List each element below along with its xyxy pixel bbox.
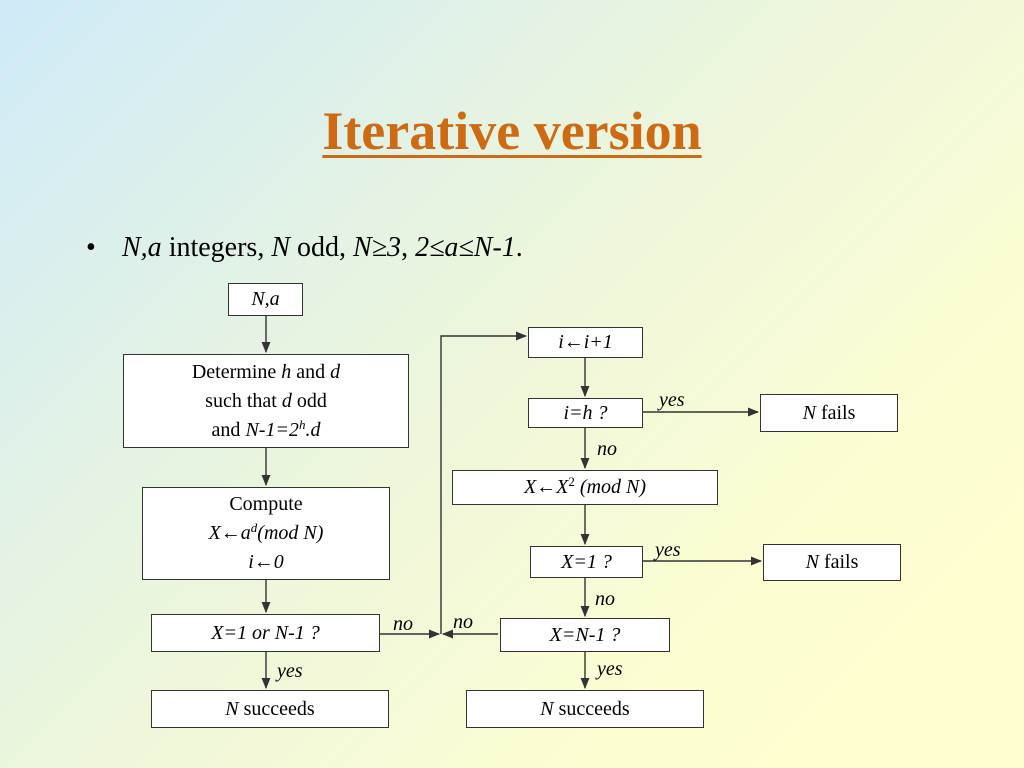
check-h-box: i=h ? — [528, 398, 643, 428]
input-label: N,a — [251, 288, 280, 310]
compute-mod: (mod N) — [257, 522, 324, 544]
square-mod: (mod N) — [574, 476, 647, 498]
determine-line-2: such that — [205, 389, 282, 412]
determine-and: and — [291, 360, 331, 383]
bullet-cond-1: N≥3 — [353, 232, 402, 263]
increment-label: i←i+1 — [558, 331, 613, 353]
compute-line-3: i←0 — [248, 551, 284, 573]
succeeds-right-label: N succeeds — [540, 695, 629, 724]
fails-top-n: N — [802, 401, 816, 424]
label-no-h: no — [597, 438, 617, 460]
bullet-text-2: odd, — [290, 232, 354, 263]
loop-back-line — [440, 331, 528, 634]
compute-text: Compute X←ad(mod N) i←0 — [209, 490, 324, 577]
label-yes-h: yes — [659, 389, 685, 411]
label-yes-first: yes — [277, 660, 303, 682]
label-no-x1: no — [595, 588, 615, 610]
determine-line-3: and — [211, 418, 246, 441]
slide-title: Iterative version — [322, 101, 702, 161]
bullet-cond-2: 2≤a≤N-1 — [415, 232, 516, 263]
succeeds-left-text: succeeds — [238, 697, 315, 720]
bullet-na: N,a — [122, 232, 162, 263]
succeeds-left-box: N succeeds — [151, 690, 389, 728]
compute-exp: d — [250, 520, 258, 535]
check-x1-box: X=1 ? — [530, 546, 643, 578]
compute-assign: X←a — [208, 522, 251, 544]
determine-d-odd: d — [281, 389, 292, 412]
succeeds-right-text: succeeds — [553, 697, 630, 720]
determine-eq: N-1=2 — [245, 418, 299, 441]
determine-box: Determine h and d such that d odd and N-… — [123, 354, 409, 448]
succeeds-right-box: N succeeds — [466, 690, 704, 728]
determine-h: h — [281, 360, 292, 383]
bullet-line: • N,a integers, N odd, N≥3, 2≤a≤N-1. — [86, 232, 523, 264]
square-exp: 2 — [568, 474, 575, 489]
fails-bottom-text: fails — [818, 551, 859, 573]
square-box: X←X2 (mod N) — [452, 470, 718, 505]
determine-line-1: Determine — [191, 360, 282, 383]
bullet-text-4: . — [515, 232, 523, 263]
square-label: X←X2 (mod N) — [524, 473, 646, 502]
succeeds-right-n: N — [540, 697, 554, 720]
succeeds-left-label: N succeeds — [225, 695, 314, 724]
bullet-marker: • — [86, 232, 96, 263]
bullet-text-3: , — [401, 232, 416, 263]
fails-bottom-label: N fails — [806, 548, 859, 577]
fails-bottom-n: N — [805, 551, 819, 573]
check-first-box: X=1 or N-1 ? — [151, 614, 380, 652]
check-xn1-label: X=N-1 ? — [549, 623, 621, 646]
square-assign: X←X — [523, 476, 569, 498]
check-x1-label: X=1 ? — [561, 550, 612, 573]
check-h-label: i=h ? — [563, 401, 608, 424]
label-no-xn1: no — [453, 611, 473, 633]
label-yes-xn1: yes — [597, 658, 623, 680]
determine-d: d — [330, 360, 341, 383]
input-box: N,a — [228, 283, 303, 316]
increment-box: i←i+1 — [528, 327, 643, 358]
fails-bottom-box: N fails — [763, 544, 901, 581]
label-no-first: no — [393, 613, 413, 635]
compute-box: Compute X←ad(mod N) i←0 — [142, 487, 390, 580]
compute-line-1: Compute — [229, 493, 303, 515]
bullet-n: N — [271, 232, 291, 263]
fails-top-label: N fails — [803, 399, 856, 428]
fails-top-text: fails — [815, 401, 856, 424]
determine-text: Determine h and d such that d odd and N-… — [192, 358, 340, 445]
succeeds-left-n: N — [225, 697, 239, 720]
check-first-label: X=1 or N-1 ? — [211, 621, 320, 644]
bullet-text-1: integers, — [161, 232, 272, 263]
determine-d-tail: .d — [305, 418, 321, 441]
determine-odd: odd — [291, 389, 327, 412]
check-xn1-box: X=N-1 ? — [500, 618, 670, 652]
label-yes-x1: yes — [655, 539, 681, 561]
fails-top-box: N fails — [760, 394, 898, 432]
determine-exp: h — [298, 416, 306, 432]
